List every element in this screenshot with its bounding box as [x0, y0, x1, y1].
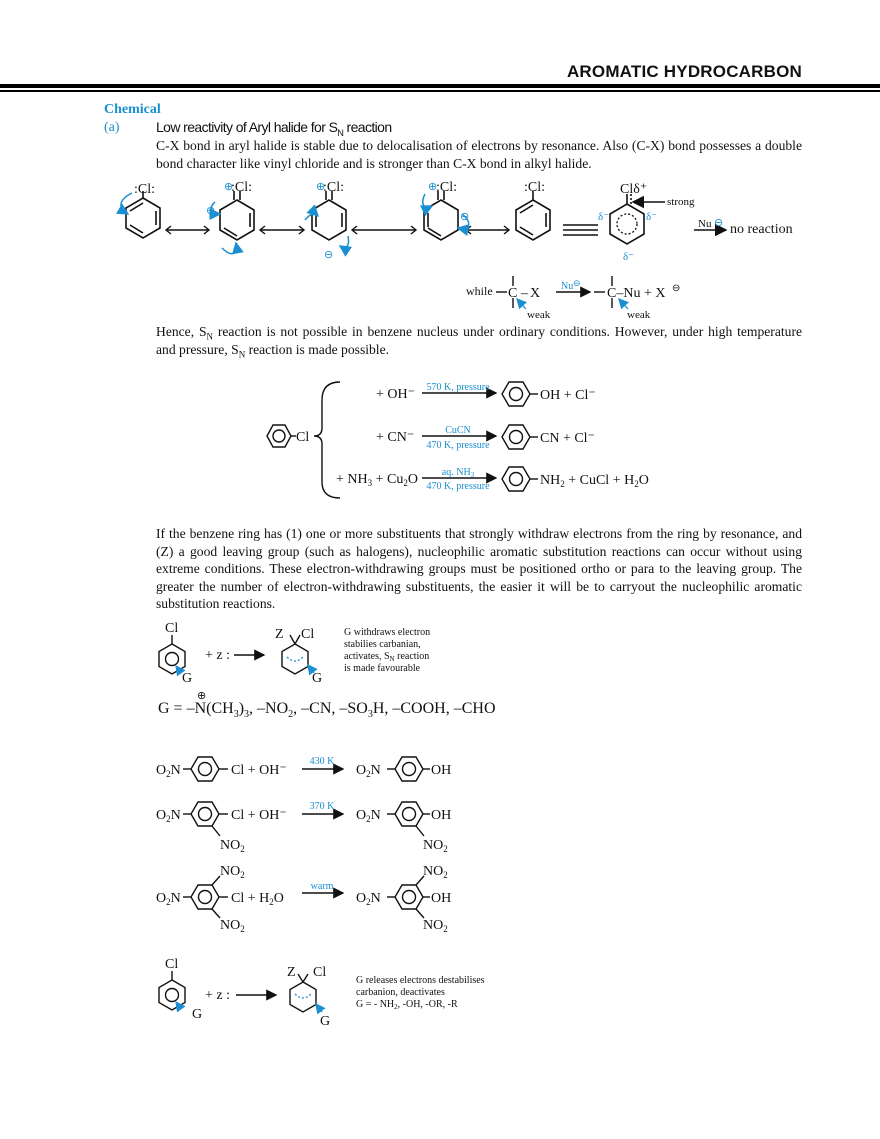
product-aniline: NH2 + CuCl + H2O [540, 473, 649, 489]
weak-label-2: weak [627, 309, 651, 321]
cl-label-3: :Cl: [323, 180, 344, 195]
plus-charge-2: ⊕ [224, 181, 233, 193]
reagent-ammonia: + NH3 + Cu2O [336, 472, 418, 488]
plus-charge-4: ⊕ [428, 181, 437, 193]
cond-370k: 370 K [310, 801, 336, 812]
reagent-cyanide: + CN⁻ [376, 430, 414, 445]
condition-aq-nh3: aq. NH3 [442, 467, 475, 479]
g-definition: G = –N(CH3)3, –NO2, –CN, –SO3H, –COOH, –… [158, 700, 496, 720]
withdraw-note-3: activates, SN reaction [344, 651, 429, 663]
withdraw-product-cl: Cl [301, 627, 314, 642]
minus-charge-4: ⊖ [460, 211, 469, 223]
reagent-hydroxide: + OH⁻ [376, 387, 415, 402]
cl-label-2: :Cl: [231, 180, 252, 195]
r3-no2-bottom-left: NO2 [220, 918, 245, 934]
delta-minus-right: δ⁻ [646, 211, 657, 223]
alkyl-nu-charge: ⊖ [573, 278, 581, 288]
r2-o2n-left: O2N [156, 808, 181, 824]
withdrawing-group-scheme: Cl G + z : Z Cl G G withdraws electron s… [158, 621, 430, 686]
trimethylammonium-charge: ⊕ [197, 690, 206, 702]
cond-430k: 430 K [310, 756, 336, 767]
header-rule-thick [0, 84, 880, 88]
alkyl-nu-label: Nu [561, 281, 573, 292]
r2-reagent: Cl + OH⁻ [231, 808, 287, 823]
r1-o2n-right: O2N [356, 763, 381, 779]
product-nitrile: CN + Cl⁻ [540, 431, 595, 446]
strong-label: strong [667, 196, 695, 208]
cl-label-4: :Cl: [436, 180, 457, 195]
delta-minus-bottom: δ⁻ [623, 251, 634, 263]
weak-label-1: weak [527, 309, 551, 321]
x-minus-charge: ⊖ [672, 283, 680, 294]
alkyl-carbon: C [508, 286, 517, 301]
withdraw-note-1: G withdraws electron [344, 627, 430, 638]
subsection-marker: (a) [104, 120, 120, 135]
condition-470k-a: 470 K, pressure [426, 440, 490, 451]
cond-warm: warm [311, 881, 334, 892]
release-z: Z [287, 965, 296, 980]
nu-charge: ⊖ [714, 217, 723, 229]
no-reaction-label: no reaction [730, 222, 793, 237]
product-phenol: OH + Cl⁻ [540, 388, 596, 403]
r3-reagent: Cl + H2O [231, 891, 284, 907]
withdraw-z-reagent: + z : [205, 648, 230, 663]
alkyl-halogen: X [530, 286, 540, 301]
r1-product: OH [431, 763, 451, 778]
r2-no2-left: NO2 [220, 838, 245, 854]
high-temperature-reactions: Cl + OH⁻ OH + Cl⁻ + CN⁻ CN + Cl⁻ + NH3 +… [266, 381, 649, 499]
r1-reagent: Cl + OH⁻ [231, 763, 287, 778]
paragraph-bond-stability: C-X bond in aryl halide is stable due to… [156, 138, 802, 171]
releasing-group-scheme: Cl G + z : Z Cl G G releases electrons d… [158, 957, 485, 1029]
alkyl-product: C–Nu + X [607, 286, 665, 301]
while-label: while [466, 284, 493, 298]
r2-product: OH [431, 808, 451, 823]
chlorobenzene-cl: Cl [296, 430, 309, 445]
resonance-diagram: :Cl: :Cl: :Cl: :Cl: :Cl: Clδ⁺ no reactio… [115, 180, 793, 321]
page-header-title: AROMATIC HYDROCARBON [566, 62, 802, 81]
r3-o2n-right: O2N [356, 891, 381, 907]
cl-delta-label: Clδ⁺ [620, 182, 647, 197]
release-z-reagent: + z : [205, 988, 230, 1003]
withdraw-note-4: is made favourable [344, 663, 421, 674]
r2-no2-right: NO2 [423, 838, 448, 854]
withdrawing-groups-list: ⊕ G = –N(CH3)3, –NO2, –CN, –SO3H, –COOH,… [158, 690, 496, 720]
condition-470k-b: 470 K, pressure [426, 481, 490, 492]
withdraw-z: Z [275, 627, 284, 642]
section-title: Chemical [104, 102, 161, 117]
nu-label: Nu [698, 218, 712, 230]
withdraw-product-g: G [312, 671, 322, 686]
cl-label-1: :Cl: [134, 182, 155, 197]
release-note-2: carbanion, deactivates [356, 987, 445, 998]
r1-o2n-left: O2N [156, 763, 181, 779]
r3-no2-bottom-right: NO2 [423, 918, 448, 934]
condition-cucn: CuCN [445, 425, 471, 436]
delta-minus-left: δ⁻ [598, 211, 609, 223]
nitro-substitution-reactions: O2N Cl + OH⁻ O2N OH O2N Cl + OH⁻ NO2 O2N… [156, 756, 451, 934]
subsection-title: Low reactivity of Aryl halide for SN rea… [156, 119, 392, 138]
r3-no2-top-right: NO2 [423, 864, 448, 880]
withdraw-cl: Cl [165, 621, 178, 636]
header-rule-thin [0, 90, 880, 92]
withdraw-g: G [182, 671, 192, 686]
r3-no2-top-left: NO2 [220, 864, 245, 880]
release-cl: Cl [165, 957, 178, 972]
alkyl-dash: – [520, 286, 529, 301]
paragraph-sn-conditions: Hence, SN reaction is not possible in be… [156, 324, 803, 360]
release-note-3: G = - NH2, -OH, -OR, -R [356, 999, 458, 1011]
r3-o2n-left: O2N [156, 891, 181, 907]
plus-charge-3: ⊕ [316, 181, 325, 193]
r2-o2n-right: O2N [356, 808, 381, 824]
r3-product: OH [431, 891, 451, 906]
minus-charge-3: ⊖ [324, 249, 333, 261]
minus-charge-2: ⊖ [206, 205, 215, 217]
paragraph-activating-groups: If the benzene ring has (1) one or more … [156, 526, 802, 611]
release-product-cl: Cl [313, 965, 326, 980]
release-g: G [192, 1007, 202, 1022]
release-note-1: G releases electrons destabilises [356, 975, 485, 986]
cl-label-5: :Cl: [524, 180, 545, 195]
release-product-g: G [320, 1014, 330, 1029]
condition-570k: 570 K, pressure [426, 382, 490, 393]
withdraw-note-2: stabilies carbanian, [344, 639, 421, 650]
